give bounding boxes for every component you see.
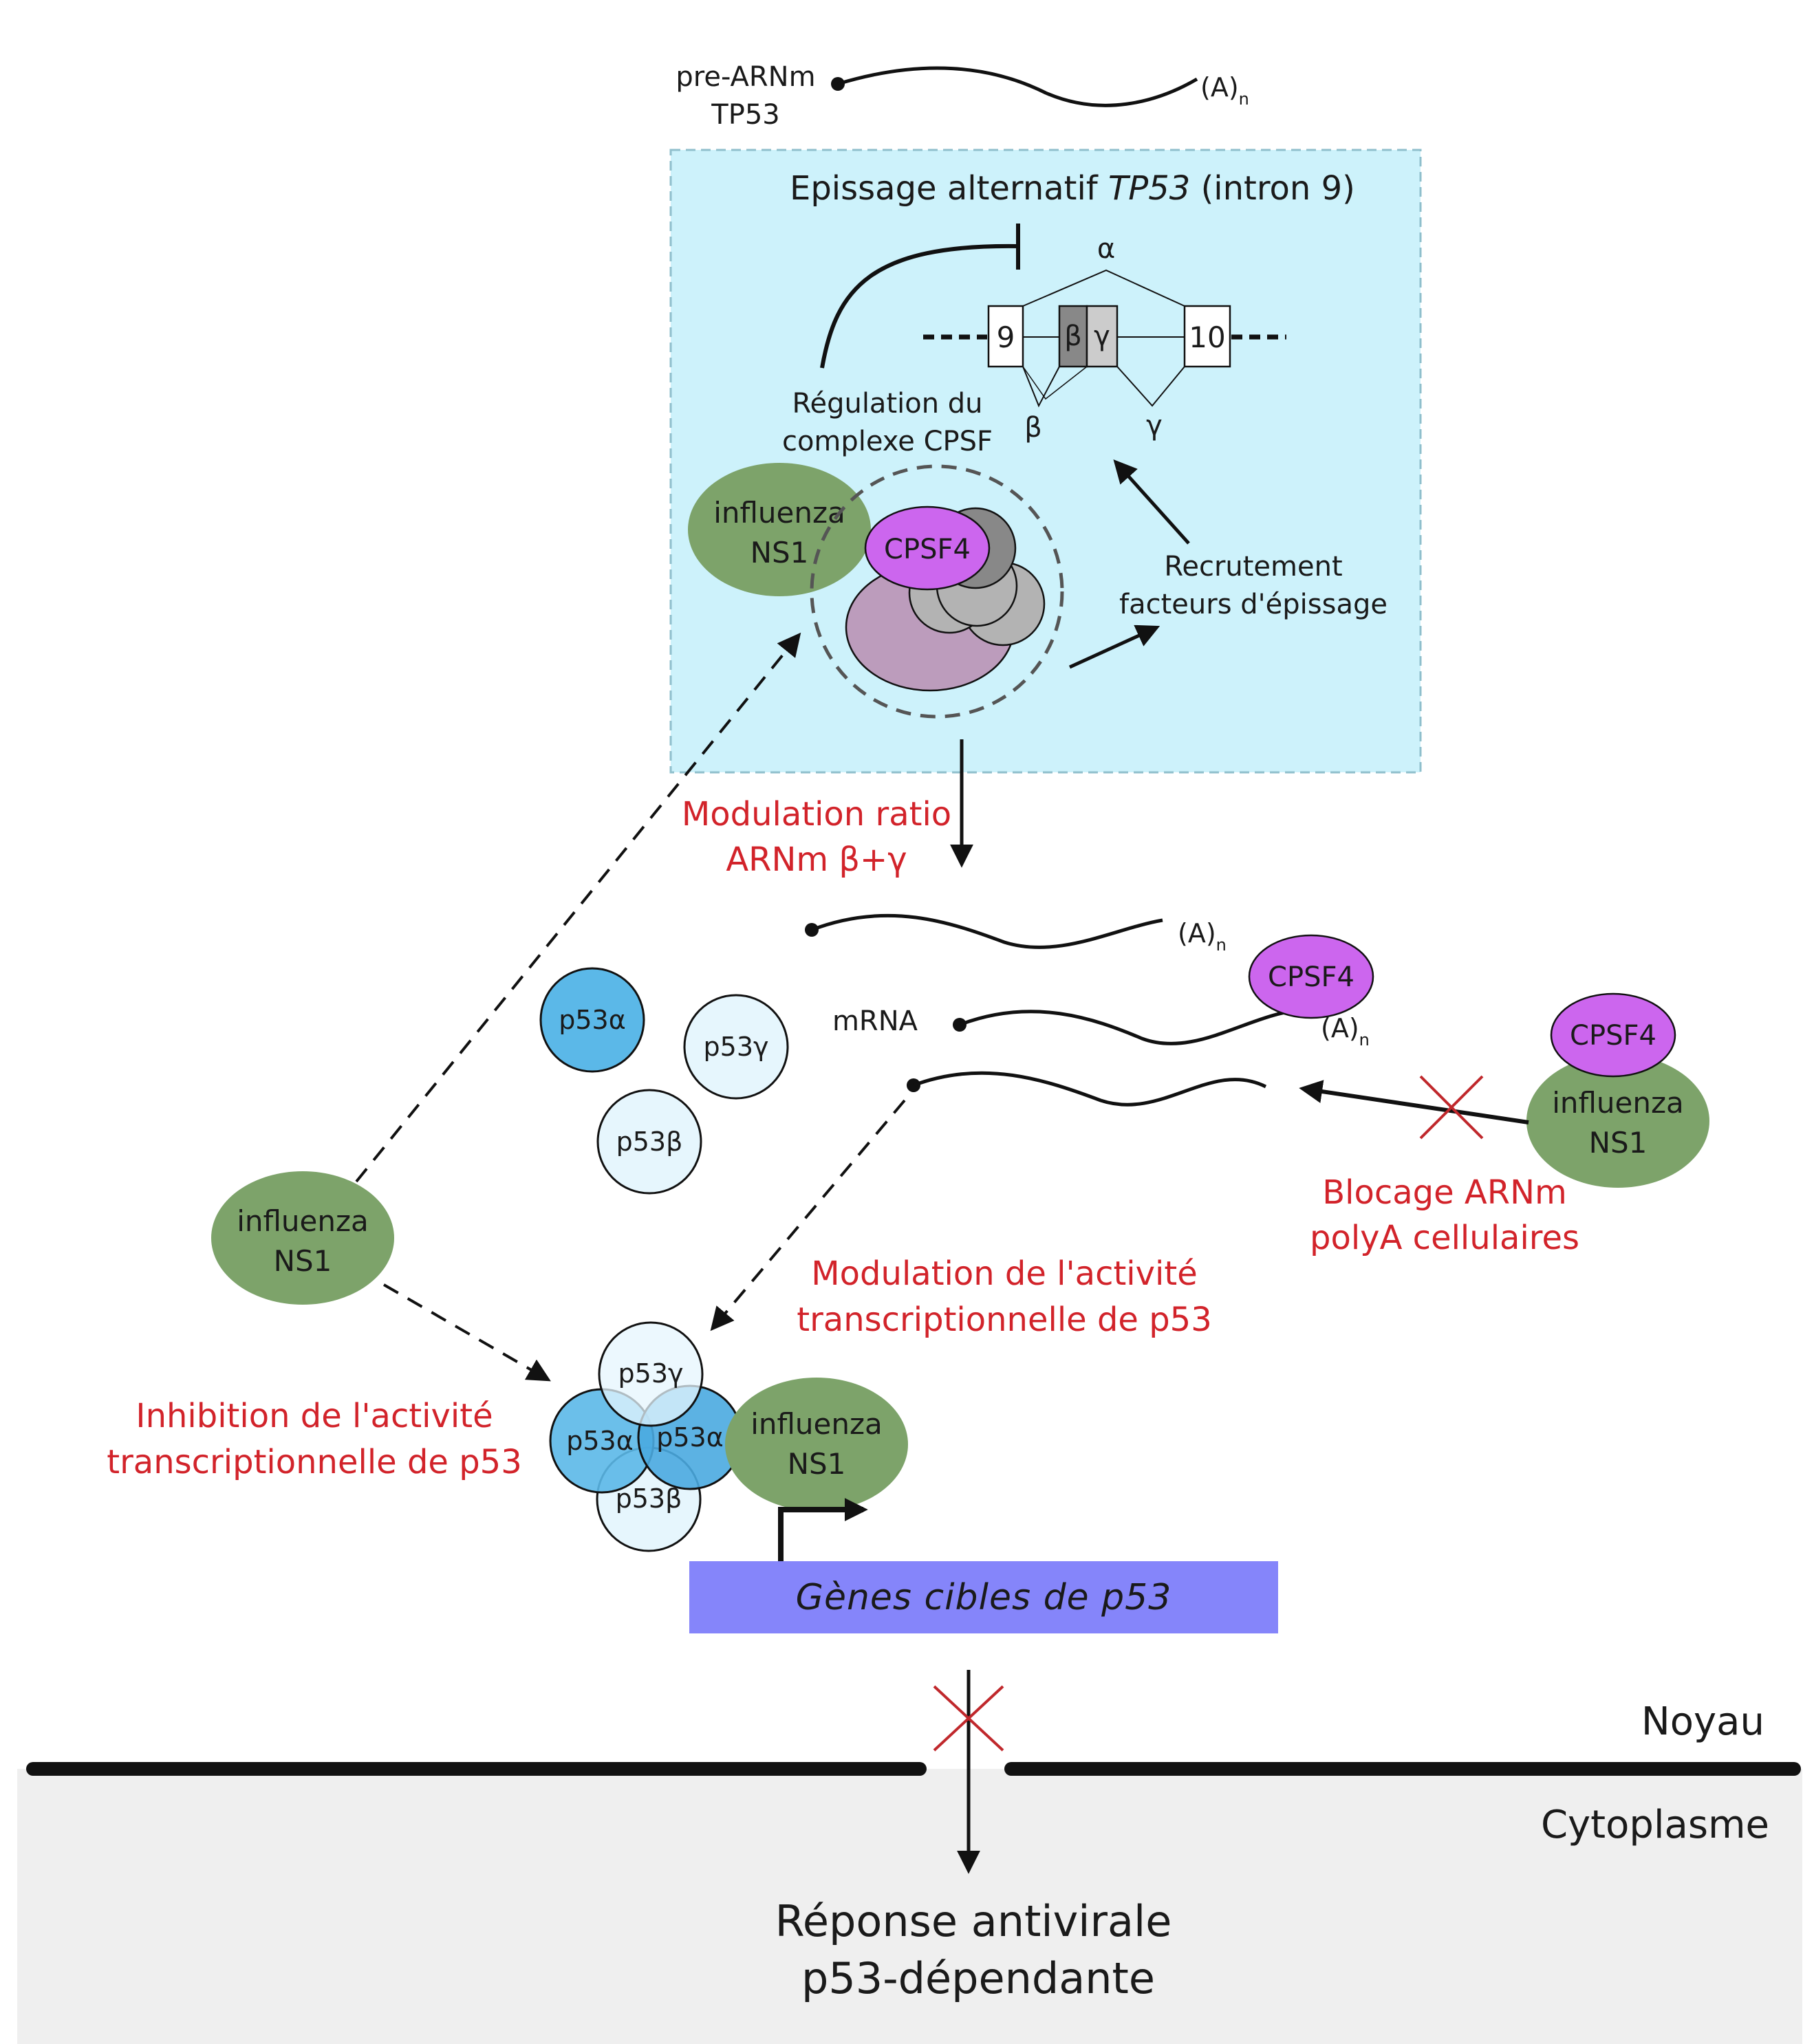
mrna-2: (A)n xyxy=(953,1008,1370,1050)
ns1-left-label-line2: NS1 xyxy=(274,1244,332,1278)
exon-10-box xyxy=(1183,305,1231,368)
regulation-label-line2: complexe CPSF xyxy=(782,426,993,457)
p53-complex-alpha-left-label: p53α xyxy=(566,1426,634,1456)
cpsf4-splicing-label: CPSF4 xyxy=(884,534,971,565)
mrna-3-strand xyxy=(913,1071,1267,1107)
cytoplasm-label: Cytoplasme xyxy=(1541,1803,1769,1847)
ns1-right-label-line1: influenza xyxy=(1552,1086,1684,1120)
ns1-splicing-label-line1: influenza xyxy=(713,496,845,530)
cytoplasm-region xyxy=(17,1769,1802,2044)
arrow-ns1-to-mrna-blocked xyxy=(1299,1080,1529,1124)
block-cross-nucleus xyxy=(933,1685,1004,1752)
target-genes-label: Gènes cibles de p53 xyxy=(796,1577,1172,1618)
ns1-left-ellipse xyxy=(211,1171,394,1305)
dashed-arrow-ns1-to-p53 xyxy=(382,1283,551,1382)
beta-junction-2 xyxy=(1022,366,1088,400)
p53-complex-alpha-right-label: p53α xyxy=(656,1422,724,1453)
cpsf4-right-ellipse xyxy=(1550,992,1676,1078)
p53-complex-gamma xyxy=(598,1321,704,1427)
cpsf-complex: CPSF4 xyxy=(845,505,1046,692)
p53-complex-beta-label: p53β xyxy=(616,1483,682,1514)
exon-beta-box xyxy=(1058,305,1088,368)
premrna-label-line1: pre-ARNm xyxy=(676,61,815,93)
cpsf4-mrna-ellipse xyxy=(1248,934,1374,1019)
gamma-junction-label: γ xyxy=(1146,410,1163,442)
response-line2: p53-dépendante xyxy=(801,1953,1155,2003)
ns1-complex-ellipse xyxy=(725,1378,908,1511)
p53-alpha-free xyxy=(539,967,645,1073)
arrow-recruitment-to-exons xyxy=(1113,459,1190,545)
cpsf4-right-label: CPSF4 xyxy=(1570,1020,1656,1052)
mrna-1-strand xyxy=(811,913,1163,949)
ns1-complex-label-line2: NS1 xyxy=(788,1447,846,1481)
cpsf4-splicing-ellipse xyxy=(864,505,991,591)
p53-gamma-free xyxy=(683,994,789,1100)
mrna-2-strand xyxy=(959,1008,1308,1045)
alpha-junction xyxy=(1022,269,1185,307)
mrna-1: (A)n xyxy=(805,913,1227,955)
modulation-activity-line2: transcriptionnelle de p53 xyxy=(797,1301,1212,1339)
mrna-1-polya: (A)n xyxy=(1178,918,1227,955)
p53-beta-free-label: p53β xyxy=(616,1127,683,1157)
exon-gamma-box xyxy=(1086,305,1119,368)
block-cross-right xyxy=(1419,1075,1484,1140)
blocage-label-line1: Blocage ARNm xyxy=(1322,1173,1567,1212)
mrna-3 xyxy=(907,1071,1267,1107)
ns1-splicing-ellipse xyxy=(688,463,871,596)
ns1-complex-label-line1: influenza xyxy=(751,1407,883,1441)
premrna-tp53: pre-ARNm TP53 (A)n xyxy=(676,61,1249,131)
p53-alpha-free-label: p53α xyxy=(559,1005,626,1035)
arrow-complex-to-recruitment xyxy=(1068,624,1160,669)
ns1-right-ellipse xyxy=(1526,1054,1709,1188)
cpsf4-mrna-label: CPSF4 xyxy=(1268,961,1354,993)
exon-gamma-label: γ xyxy=(1094,320,1110,352)
response-line1: Réponse antivirale xyxy=(775,1896,1172,1946)
p53-tetramer: p53γ p53α p53α p53β xyxy=(549,1321,743,1552)
premrna-strand xyxy=(837,66,1198,107)
ns1-splicing-label-line2: NS1 xyxy=(751,536,809,569)
splicing-box xyxy=(669,149,1422,774)
dashed-arrow-ns1-to-cpsf xyxy=(355,632,801,1183)
beta-junction-label: β xyxy=(1024,412,1042,444)
nucleus-label: Noyau xyxy=(1641,1699,1764,1744)
exon-beta-label: β xyxy=(1064,320,1082,352)
mrna-2-polya: (A)n xyxy=(1321,1013,1370,1050)
exon-9-label: 9 xyxy=(997,320,1015,354)
beta-junction xyxy=(1022,366,1060,408)
regulation-inhibition-curve xyxy=(820,243,1019,369)
p53-gamma-free-label: p53γ xyxy=(704,1032,769,1062)
cpsf-dashed-outline xyxy=(810,464,1064,719)
target-genes-bar xyxy=(689,1561,1278,1633)
inhibition-label-line2: transcriptionnelle de p53 xyxy=(107,1443,522,1481)
premrna-polya: (A)n xyxy=(1200,72,1249,109)
exon-10-label: 10 xyxy=(1189,320,1225,354)
splicing-title: Epissage alternatif TP53 (intron 9) xyxy=(790,169,1355,208)
ns1-right-label-line2: NS1 xyxy=(1589,1126,1648,1160)
exon-structure: 9 β γ 10 α β γ xyxy=(923,233,1286,444)
alpha-junction-label: α xyxy=(1097,233,1115,265)
recruitment-label-line2: facteurs d'épissage xyxy=(1119,589,1388,620)
premrna-label-line2: TP53 xyxy=(711,99,779,131)
gamma-junction xyxy=(1116,366,1185,407)
recruitment-label-line1: Recrutement xyxy=(1164,551,1342,583)
blocage-label-line2: polyA cellulaires xyxy=(1310,1219,1579,1257)
dashed-arrow-mrna-to-p53 xyxy=(710,1099,906,1331)
mrna-label: mRNA xyxy=(832,1005,918,1037)
p53-beta-free xyxy=(596,1089,702,1195)
transcription-start-arrow xyxy=(778,1498,868,1563)
p53-complex-gamma-label: p53γ xyxy=(618,1358,684,1389)
ns1-left-label-line1: influenza xyxy=(237,1204,369,1238)
modulation-activity-line1: Modulation de l'activité xyxy=(811,1254,1197,1293)
exon-9-box xyxy=(987,305,1024,368)
modulation-ratio-line2: ARNm β+γ xyxy=(726,840,907,879)
regulation-label-line1: Régulation du xyxy=(792,388,982,420)
modulation-ratio-line1: Modulation ratio xyxy=(682,795,951,834)
inhibition-label-line1: Inhibition de l'activité xyxy=(136,1397,493,1435)
